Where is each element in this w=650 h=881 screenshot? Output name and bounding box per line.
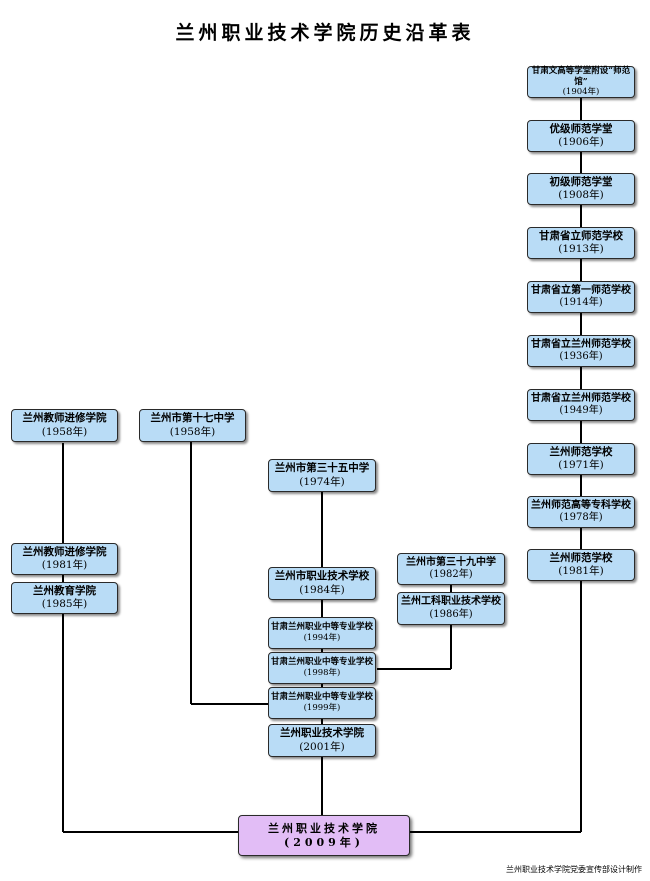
node-no17-1958: 兰州市第十七中学 (1958年) <box>139 409 246 442</box>
node-1971: 兰州师范学校 (1971年) <box>527 443 635 475</box>
node-secondary-1998: 甘肃兰州职业中等专业学校 (1998年) <box>268 652 376 684</box>
node-1908: 初级师范学堂 (1908年) <box>527 173 635 205</box>
node-1981-normal: 兰州师范学校 (1981年) <box>527 549 635 581</box>
page-title: 兰州职业技术学院历史沿革表 <box>175 22 475 44</box>
node-no35-1974: 兰州市第三十五中学 (1974年) <box>268 459 376 492</box>
node-engineering-1986: 兰州工科职业技术学校 (1986年) <box>397 592 505 625</box>
node-education-1985: 兰州教育学院 (1985年) <box>11 582 118 614</box>
node-teacher-1981: 兰州教师进修学院 (1981年) <box>11 543 118 575</box>
node-1914: 甘肃省立第一师范学校 (1914年) <box>527 281 635 313</box>
credit-text: 兰州职业技术学院党委宣传部设计制作 <box>506 865 642 874</box>
node-vocational-1984: 兰州市职业技术学校 (1984年) <box>268 567 376 600</box>
node-1936: 甘肃省立兰州师范学校 (1936年) <box>527 335 635 367</box>
node-teacher-1958: 兰州教师进修学院 (1958年) <box>11 409 118 442</box>
node-no39-1982: 兰州市第三十九中学 (1982年) <box>397 553 505 585</box>
node-college-2001: 兰州职业技术学院 (2001年) <box>268 724 376 757</box>
node-1949: 甘肃省立兰州师范学校 (1949年) <box>527 389 635 421</box>
node-secondary-1994: 甘肃兰州职业中等专业学校 (1994年) <box>268 617 376 649</box>
node-1906: 优级师范学堂 (1906年) <box>527 120 635 152</box>
node-secondary-1999: 甘肃兰州职业中等专业学校 (1999年) <box>268 687 376 719</box>
node-1904: 甘肃文高等学堂附设“师范馆” (1904年) <box>527 66 635 98</box>
node-1913: 甘肃省立师范学校 (1913年) <box>527 227 635 259</box>
node-1978: 兰州师范高等专科学校 (1978年) <box>527 496 635 528</box>
node-college-2009: 兰州职业技术学院 (2009年) <box>238 815 410 856</box>
